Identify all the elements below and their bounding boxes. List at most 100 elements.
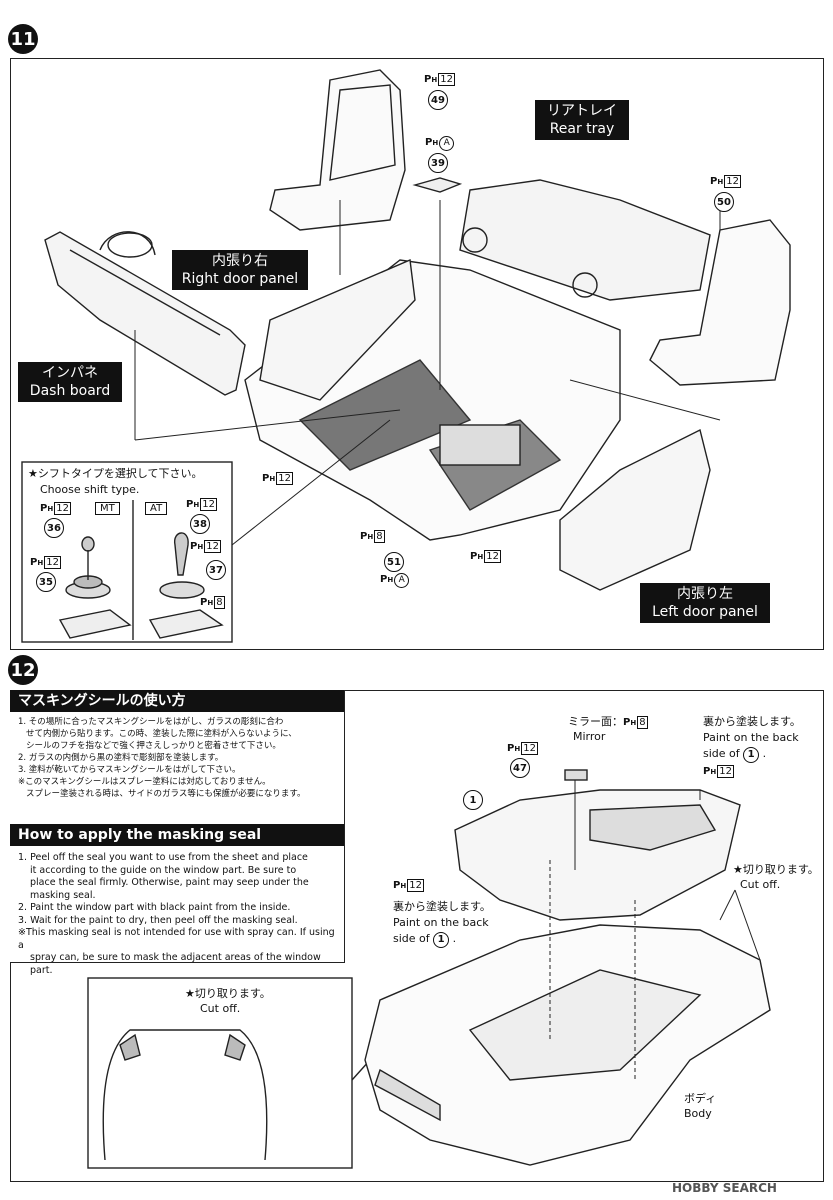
part-number-36: 36 — [44, 518, 64, 538]
cutoff2-jp: ★切り取ります。 — [733, 863, 819, 876]
ph-code: 12 — [521, 742, 538, 755]
part-number-35: 35 — [36, 572, 56, 592]
jp-line: 3. 塗料が乾いてからマスキングシールをはがして下さい。 — [18, 765, 241, 775]
ph-code: 12 — [484, 550, 501, 563]
label-en: Right door panel — [181, 271, 299, 287]
masking-jp-text: 1. その場所に合ったマスキングシールをはがし、ガラスの彫刻に合わ せて内側から… — [18, 716, 340, 800]
jp-line: ※このマスキングシールはスプレー塗料には対応しておりません。 — [18, 777, 271, 787]
part-number-37: 37 — [206, 560, 226, 580]
ph-code: 8 — [214, 596, 225, 609]
label-jp: 内張り右 — [212, 253, 268, 269]
ph-code: 12 — [276, 472, 293, 485]
shift-note-en: Choose shift type. — [40, 483, 140, 496]
mirror-en: Mirror — [573, 730, 606, 743]
ph-code: 8 — [374, 530, 385, 543]
label-en: Left door panel — [652, 604, 758, 620]
jp-line: シールのフチを指などで強く押さえしっかりと密着させて下さい。 — [26, 741, 281, 751]
part-number-50: 50 — [714, 192, 734, 212]
part-number-39: 39 — [428, 153, 448, 173]
cutoff-en: Cut off. — [200, 1002, 241, 1015]
paint-back2-en: Paint on the back — [393, 916, 489, 929]
label-en: Dash board — [29, 383, 111, 399]
en-line: 2. Paint the window part with black pain… — [18, 902, 291, 913]
paint-back-en: Paint on the back — [703, 731, 799, 744]
ph-code: 12 — [54, 502, 71, 515]
shift-note-jp: ★シフトタイプを選択して下さい。 — [28, 467, 203, 480]
side-of-text: side of — [703, 747, 740, 760]
paint-back-jp: 裏から塗装します。 — [703, 715, 801, 728]
part-number-47: 47 — [510, 758, 530, 778]
ph-code: 12 — [407, 879, 424, 892]
ph-code: A — [439, 136, 455, 151]
part-number-49: 49 — [428, 90, 448, 110]
part-number-38: 38 — [190, 514, 210, 534]
ph-code: 12 — [438, 73, 455, 86]
jp-line: 2. ガラスの内側から黒の塗料で彫刻部を塗装します。 — [18, 753, 224, 763]
side-of-text: side of — [393, 932, 430, 945]
part-number-51: 51 — [384, 552, 404, 572]
paint-back2-en-side: side of 1 . — [393, 931, 456, 948]
watermark: HOBBY SEARCH — [672, 1181, 777, 1195]
label-jp: インパネ — [42, 365, 98, 381]
ph-code: 12 — [204, 540, 221, 553]
jp-line: せて内側から貼ります。この時、塗装した際に塗料が入らないように、 — [26, 729, 297, 739]
en-line: place the seal firmly. Otherwise, paint … — [30, 877, 309, 888]
at-label: AT — [145, 502, 168, 515]
masking-en-text: 1. Peel off the seal you want to use fro… — [18, 852, 340, 977]
label-jp: リアトレイ — [547, 103, 617, 119]
label-rear-tray: リアトレイ Rear tray — [535, 100, 629, 140]
label-jp: 内張り左 — [677, 586, 733, 602]
step-number-11: 11 — [8, 24, 38, 54]
cutoff-jp: ★切り取ります。 — [185, 987, 271, 1000]
part-number-1: 1 — [463, 790, 483, 810]
en-line: 1. Peel off the seal you want to use fro… — [18, 852, 308, 863]
part-number-1-ref: 1 — [433, 931, 450, 948]
cutoff2-en: Cut off. — [740, 878, 781, 891]
ph-code: 12 — [200, 498, 217, 511]
mirror-jp: ミラー面： — [568, 715, 623, 728]
part-number-1-ref: 1 — [743, 746, 760, 763]
ph-code: 8 — [637, 716, 648, 729]
jp-line: 1. その場所に合ったマスキングシールをはがし、ガラスの彫刻に合わ — [18, 717, 284, 727]
paint-back2-jp: 裏から塗装します。 — [393, 900, 491, 913]
en-line: spray can, be sure to mask the adjacent … — [30, 952, 321, 976]
en-line: it according to the guide on the window … — [30, 864, 297, 876]
jp-line: スプレー塗装される時は、サイドのガラス等にも保護が必要になります。 — [26, 789, 306, 799]
step-number-12: 12 — [8, 655, 38, 685]
ph-code: 12 — [724, 175, 741, 188]
masking-title-jp: マスキングシールの使い方 — [10, 690, 344, 712]
ph-code: 12 — [44, 556, 61, 569]
label-right-door-panel: 内張り右 Right door panel — [172, 250, 308, 290]
body-jp: ボディ — [684, 1092, 717, 1105]
mt-label: MT — [95, 502, 120, 515]
en-line: masking seal. — [30, 889, 96, 901]
label-en: Rear tray — [549, 121, 615, 137]
paint-back-en-side: side of 1 . — [703, 746, 766, 763]
ph-code: A — [394, 573, 410, 588]
en-line: ※This masking seal is not intended for u… — [18, 927, 335, 951]
body-en: Body — [684, 1107, 712, 1120]
ph-code: 12 — [717, 765, 734, 778]
label-dash-board: インパネ Dash board — [18, 362, 122, 402]
en-line: 3. Wait for the paint to dry, then peel … — [18, 914, 298, 926]
masking-title-en: How to apply the masking seal — [10, 824, 344, 846]
label-left-door-panel: 内張り左 Left door panel — [640, 583, 770, 623]
